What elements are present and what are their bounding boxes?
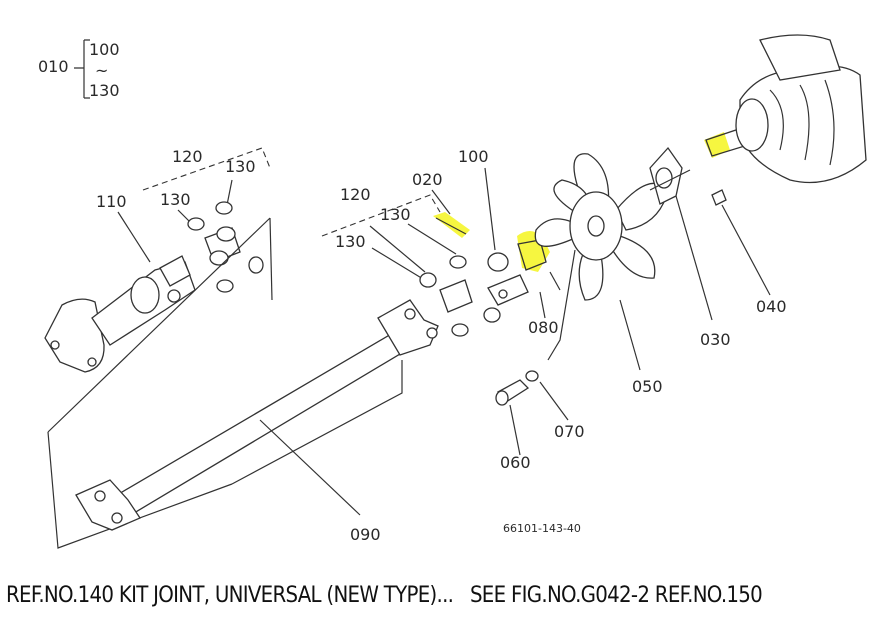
pulley-assembly: 030 040 [649,34,867,349]
label-130-top: 130 [89,81,120,100]
shaft-090: 090 [47,299,439,549]
label-050: 050 [632,377,663,396]
bolt-washer: 070 060 [495,370,585,472]
label-010: 010 [38,57,69,76]
highlighted-parts: 020 100 080 [412,147,561,337]
label-080: 080 [528,318,559,337]
spider-cross-mid [439,279,473,313]
reference-note: REF.NO.140 KIT JOINT, UNIVERSAL (NEW TYP… [6,583,763,608]
washer [419,272,437,288]
label-030: 030 [700,330,731,349]
grease-fitting-040 [711,189,727,206]
drawing-number: 66101-143-40 [503,522,581,535]
label-120-mid: 120 [340,185,371,204]
label-100-mid: 100 [458,147,489,166]
label-060: 060 [500,453,531,472]
label-tilde: ~ [95,61,108,80]
label-130-left-mid: 130 [160,190,191,209]
label-020: 020 [412,170,443,189]
highlight-020 [433,212,470,238]
label-090: 090 [350,525,381,544]
shaft-yoke-upper [377,299,439,356]
flange-plate [44,298,105,373]
fan-050: 050 [534,153,669,396]
label-120-left: 120 [172,147,203,166]
label-130-left-top: 130 [225,157,256,176]
label-110: 110 [96,192,127,211]
label-040: 040 [756,297,787,316]
label-130-mid: 130 [380,205,411,224]
yoke-fan-side [487,274,529,306]
shaft-yoke-lower [75,479,141,531]
bushing-100 [487,252,509,272]
middle-joint-assembly: 120 130 130 [321,185,529,337]
washer-070 [525,370,539,382]
label-100-top: 100 [89,40,120,59]
group-010: 010 100 ~ 130 [38,39,120,100]
left-joint-assembly: 120 130 110 130 [44,147,273,433]
shaft-tube [99,329,411,526]
label-070: 070 [554,422,585,441]
label-130-mid-left: 130 [335,232,366,251]
washer [187,217,205,231]
